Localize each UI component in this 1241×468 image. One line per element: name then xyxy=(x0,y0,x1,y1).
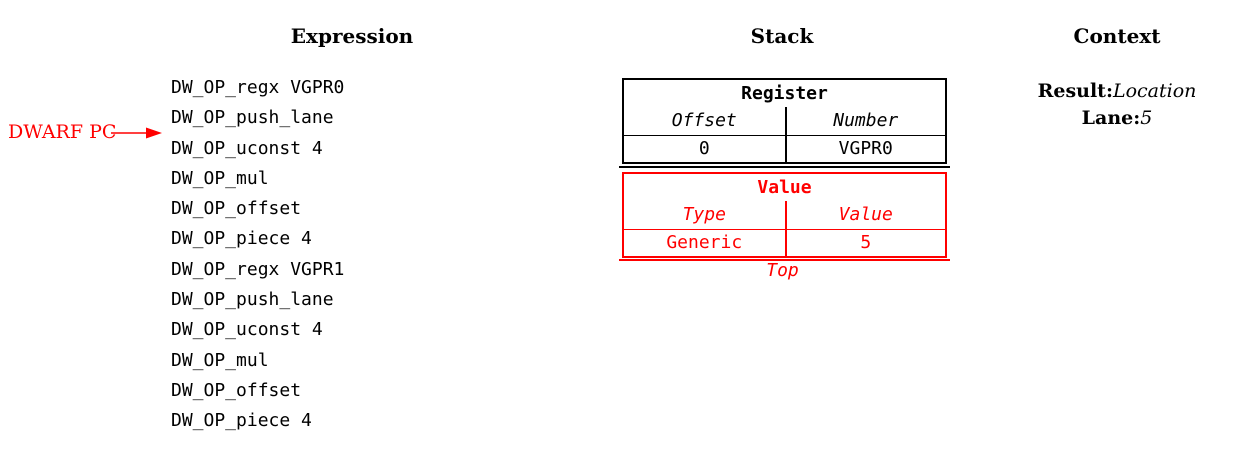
expression-item: DW_OP_piece 4 xyxy=(171,410,312,432)
register-number-header: Number xyxy=(784,107,946,135)
value-value-header: Value xyxy=(784,201,946,229)
expression-column-header: Expression xyxy=(290,24,414,48)
context-column-header: Context xyxy=(1073,24,1161,48)
stack-column-header: Stack xyxy=(750,24,814,48)
dwarf-pc-arrow-icon xyxy=(111,127,162,139)
expression-item: DW_OP_offset xyxy=(171,198,302,220)
expression-item: DW_OP_piece 4 xyxy=(171,228,312,250)
register-frame-underline xyxy=(619,166,950,168)
lane-value: 5 xyxy=(1140,107,1153,129)
expression-item: DW_OP_uconst 4 xyxy=(171,319,323,341)
result-value: Location xyxy=(1112,80,1197,102)
expression-item: DW_OP_regx VGPR1 xyxy=(171,258,345,280)
value-frame-title: Value xyxy=(757,177,812,198)
context-lane-line: Lane:5 xyxy=(1017,105,1217,132)
expression-item: DW_OP_push_lane xyxy=(171,107,334,129)
expression-item: DW_OP_offset xyxy=(171,379,302,401)
value-value-value: 5 xyxy=(784,230,946,256)
value-type-value: Generic xyxy=(666,232,743,253)
register-number-value: VGPR0 xyxy=(784,136,946,162)
register-frame-title: Register xyxy=(741,83,828,104)
context-panel: Result:Location Lane:5 xyxy=(1017,78,1217,132)
lane-label: Lane: xyxy=(1081,107,1141,129)
expression-item: DW_OP_mul xyxy=(171,349,269,371)
value-frame-underline xyxy=(619,259,950,261)
stack-value-frame: Value Type Value Generic 5 xyxy=(622,172,947,258)
context-result-line: Result:Location xyxy=(1017,78,1217,105)
expression-item: DW_OP_mul xyxy=(171,167,269,189)
value-type-header: Type xyxy=(682,204,726,225)
register-offset-header: Offset xyxy=(671,110,737,131)
expression-item: DW_OP_regx VGPR0 xyxy=(171,77,345,98)
expression-item: DW_OP_uconst 4 xyxy=(171,137,323,159)
stack-top-label: Top xyxy=(766,260,799,281)
stack-register-frame: Register Offset Number 0 VGPR0 xyxy=(622,78,947,164)
register-offset-value: 0 xyxy=(698,138,710,159)
expression-item: DW_OP_push_lane xyxy=(171,289,334,311)
result-label: Result: xyxy=(1037,80,1113,102)
dwarf-pc-label: DWARF PC xyxy=(8,121,117,143)
